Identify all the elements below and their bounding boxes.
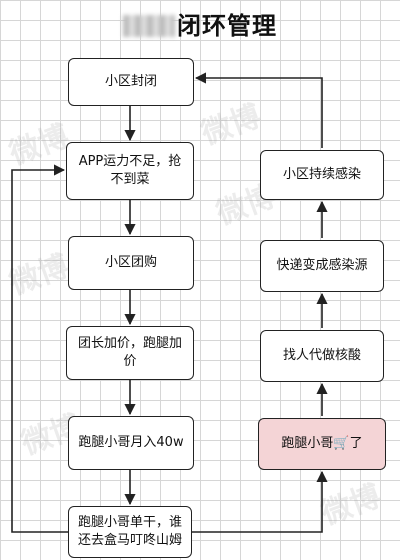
node-label: 小区团购 <box>104 255 157 270</box>
arrow-to-right-column <box>192 470 328 533</box>
redacted-mark <box>123 15 175 37</box>
node-group-buying: 小区团购 <box>68 236 194 290</box>
node-app-capacity-shortage: APP运力不足，抢不到菜 <box>66 142 194 200</box>
node-runner-income: 跑腿小哥月入40w <box>68 416 194 470</box>
title-text: 闭环管理 <box>177 12 277 40</box>
node-runner-independent: 跑腿小哥单干，谁还去盒马叮咚山姆 <box>68 506 192 558</box>
node-label: 快递变成感染源 <box>276 258 368 273</box>
node-community-lockdown: 小区封闭 <box>68 58 194 106</box>
loop-back-arrow <box>11 164 68 533</box>
diagram-title: 闭环管理 <box>0 6 400 41</box>
node-runner-highlight: 跑腿小哥🛒了 <box>258 418 386 470</box>
node-label: 跑腿小哥月入40w <box>78 435 184 450</box>
node-proxy-testing: 找人代做核酸 <box>260 330 384 382</box>
node-continued-infection: 小区持续感染 <box>260 150 384 200</box>
node-price-markup: 团长加价，跑腿加价 <box>66 326 194 380</box>
node-label: 小区持续感染 <box>282 167 361 182</box>
node-parcel-infection-source: 快递变成感染源 <box>260 240 384 292</box>
node-label: 找人代做核酸 <box>282 348 361 363</box>
node-label: 团长加价，跑腿加价 <box>77 336 182 369</box>
node-label: 小区封闭 <box>104 74 157 89</box>
node-label: 跑腿小哥🛒了 <box>281 436 363 451</box>
arrow-back-to-start <box>194 72 323 148</box>
node-label: APP运力不足，抢不到菜 <box>78 154 182 187</box>
node-label: 跑腿小哥单干，谁还去盒马叮咚山姆 <box>77 515 182 548</box>
